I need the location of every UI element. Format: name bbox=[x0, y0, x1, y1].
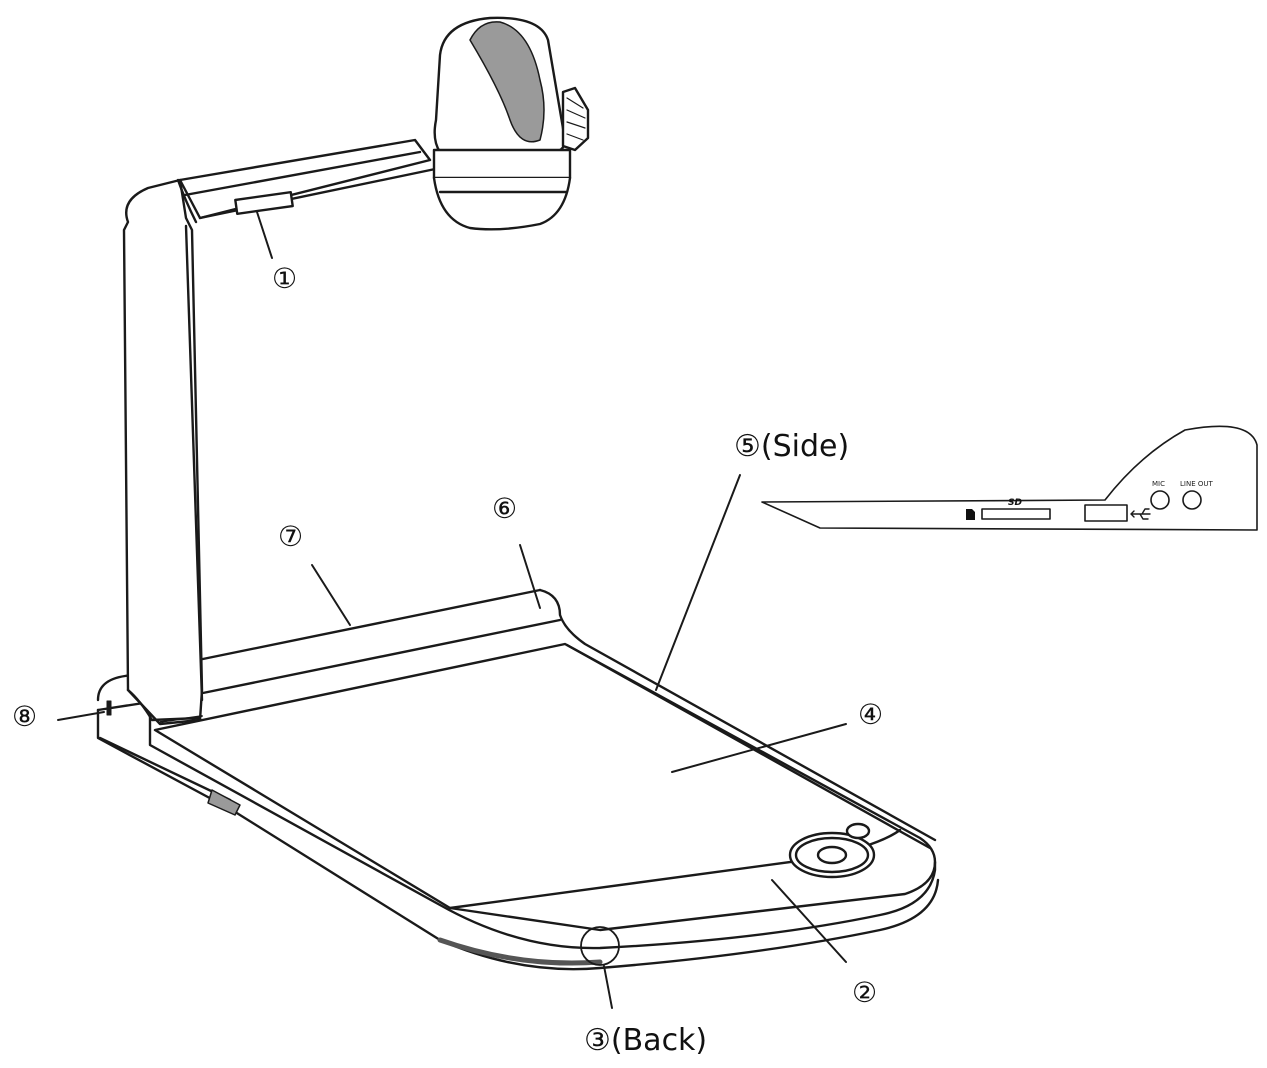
leader-lines bbox=[57, 211, 847, 1009]
sd-card-icon bbox=[966, 509, 975, 520]
camera-head bbox=[432, 16, 590, 231]
arm-post bbox=[122, 138, 442, 726]
callout-2: ② bbox=[852, 976, 877, 1009]
side-panel-inset bbox=[761, 425, 1258, 531]
callout-8: ⑧ bbox=[12, 700, 37, 733]
callout-4: ④ bbox=[858, 698, 883, 731]
line-out-label: LINE OUT bbox=[1180, 480, 1213, 488]
callout-3-back: ③(Back) bbox=[584, 1023, 707, 1058]
callout-5-side: ⑤(Side) bbox=[734, 429, 849, 464]
mic-label: MIC bbox=[1152, 480, 1165, 488]
callout-7: ⑦ bbox=[278, 520, 303, 553]
usb-icon bbox=[1130, 508, 1151, 520]
callout-1: ① bbox=[272, 262, 297, 295]
base-platform bbox=[96, 588, 940, 971]
callout-6: ⑥ bbox=[492, 492, 517, 525]
sd-logo-label: SD bbox=[1008, 498, 1022, 508]
